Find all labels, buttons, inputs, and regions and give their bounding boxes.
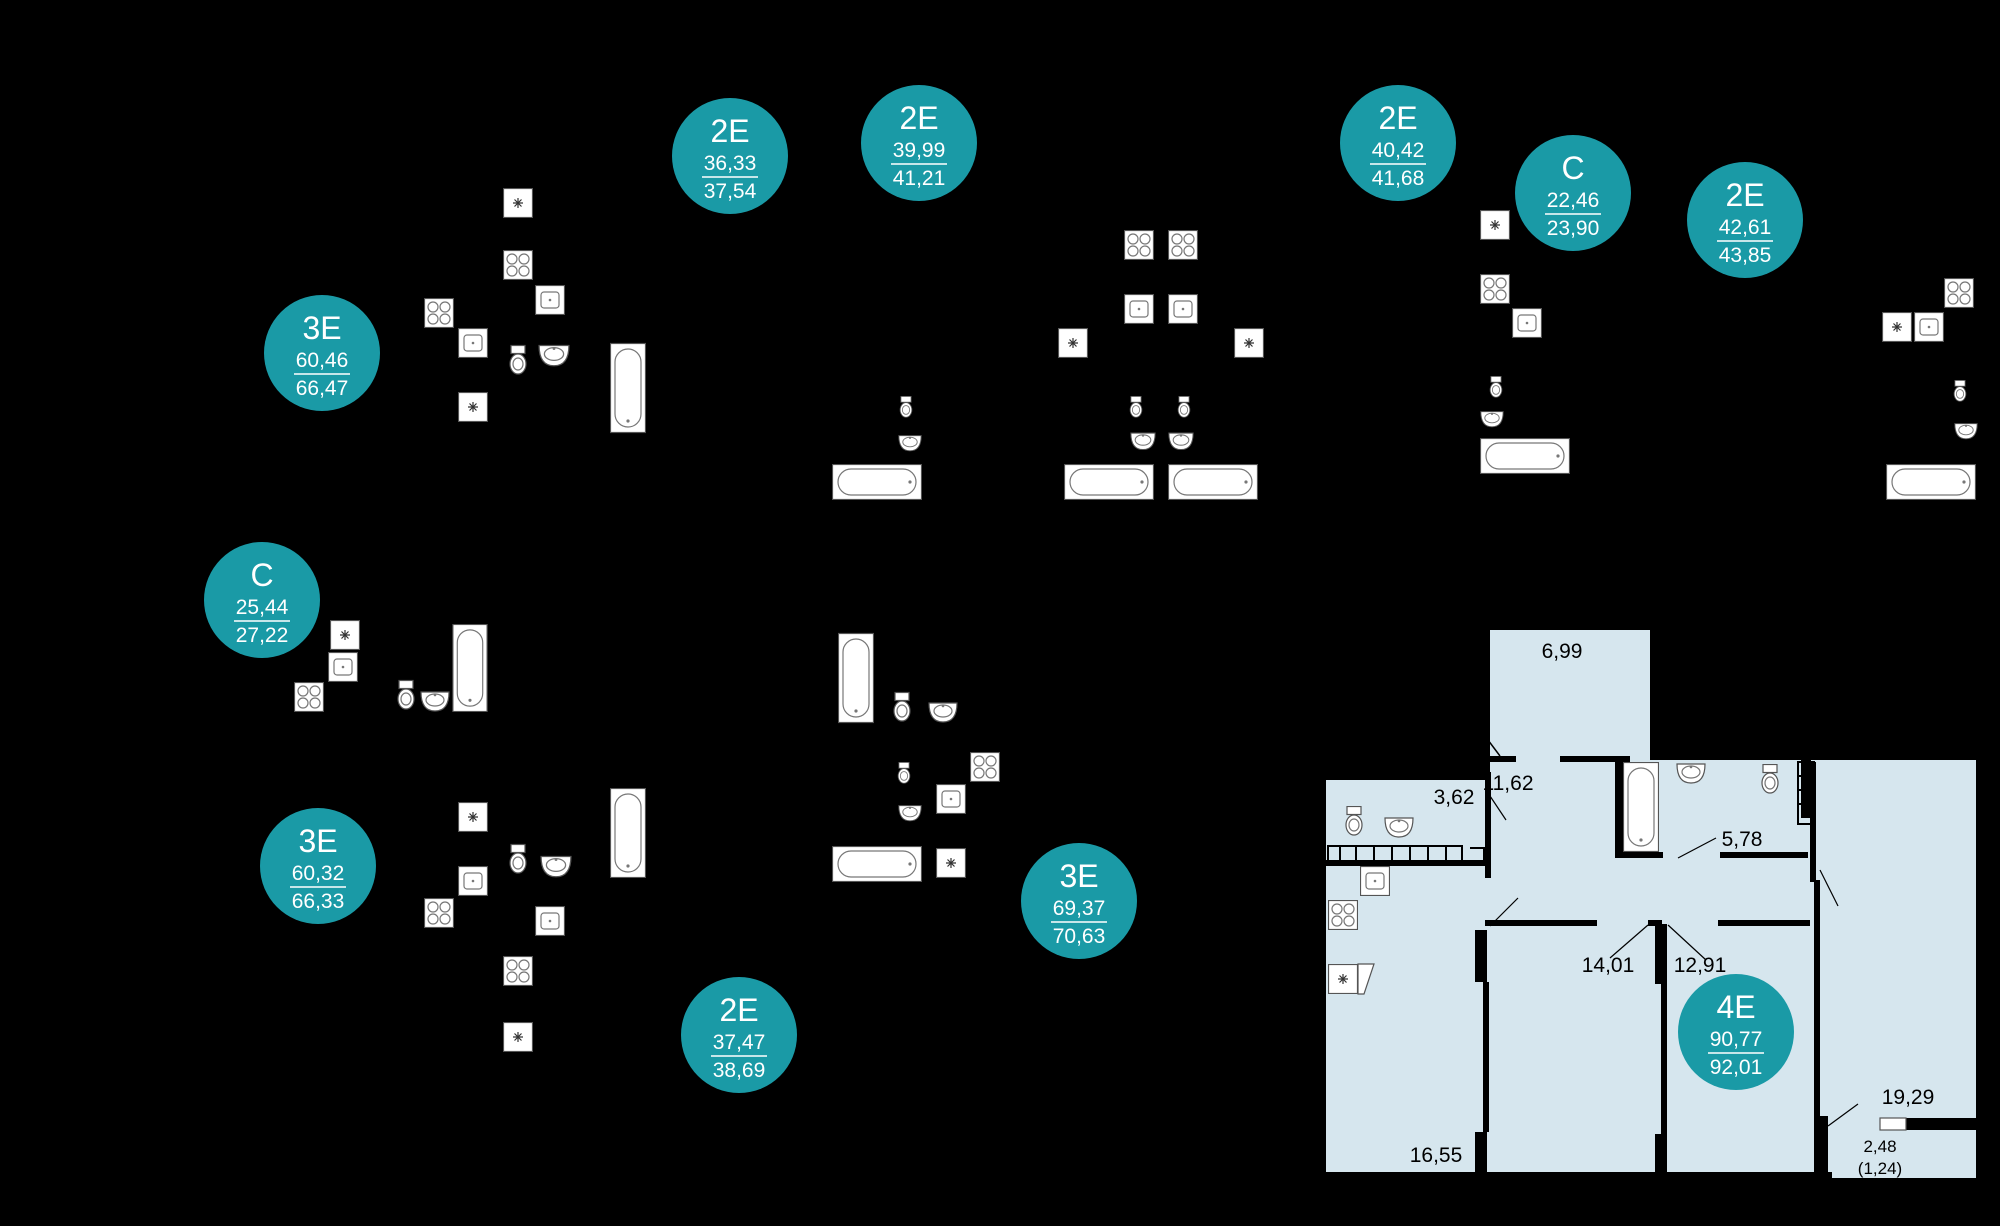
fixtures-3e-c (832, 632, 1000, 882)
wall (1661, 984, 1667, 1134)
apartment-badge[interactable]: 2E 42,61 43,85 (1687, 162, 1803, 278)
fixtures-center-upper (1058, 230, 1264, 500)
room-area-reduced: (1,24) (1858, 1159, 1902, 1178)
room-area: 12,91 (1674, 954, 1727, 977)
label-pointers (1485, 789, 1859, 1127)
room-area: 14,01 (1582, 954, 1635, 977)
wall (1720, 852, 1808, 858)
fixtures-4e (1328, 762, 1779, 995)
room-area: 19,29 (1882, 1086, 1935, 1109)
wall (1655, 1134, 1667, 1172)
living-area: 39,99 (893, 139, 946, 162)
wall (1485, 920, 1597, 926)
total-area: 41,21 (893, 167, 946, 190)
living-area: 37,47 (713, 1031, 766, 1054)
total-area: 38,69 (713, 1059, 766, 1082)
apartment-type: 3E (1059, 858, 1098, 894)
badge-circle (1021, 843, 1137, 959)
living-area: 40,42 (1372, 139, 1425, 162)
badge-circle (1687, 162, 1803, 278)
total-area: 23,90 (1547, 217, 1600, 240)
apartment-badge[interactable]: C 22,46 23,90 (1515, 135, 1631, 251)
wall (1483, 982, 1489, 1132)
room-area: 16,55 (1410, 1144, 1463, 1167)
living-area: 22,46 (1547, 189, 1600, 212)
living-area: 25,44 (236, 596, 289, 619)
badge-circle (204, 542, 320, 658)
apartment-type: 2E (1725, 177, 1764, 213)
apartment-badge[interactable]: 3E 69,37 70,63 (1021, 843, 1137, 959)
badge-circle (1515, 135, 1631, 251)
apartment-type: C (250, 557, 273, 593)
wall (1906, 1118, 1976, 1130)
badge-circle (260, 808, 376, 924)
total-area: 92,01 (1710, 1056, 1763, 1079)
wall (1475, 930, 1487, 982)
total-area: 66,47 (296, 377, 349, 400)
fixtures-3e-upper (424, 188, 646, 434)
room-area: 5,78 (1722, 828, 1763, 851)
total-area: 70,63 (1053, 925, 1106, 948)
badge-circle (264, 295, 380, 411)
fixtures-2e-d (1882, 278, 1978, 500)
wall (1490, 756, 1516, 762)
wall (1655, 924, 1667, 984)
apartment-type: C (1561, 150, 1584, 186)
badge-circle (1340, 85, 1456, 201)
living-area: 90,77 (1710, 1028, 1763, 1051)
wall (1718, 920, 1810, 926)
apartment-badge[interactable]: 3E 60,32 66,33 (260, 808, 376, 924)
apartment-badge[interactable]: 2E 40,42 41,68 (1340, 85, 1456, 201)
badge-circle (672, 98, 788, 214)
apartment-type: 2E (719, 992, 758, 1028)
living-area: 42,61 (1719, 216, 1772, 239)
room-area: 11,62 (1483, 772, 1534, 795)
apartment-badge[interactable]: C 25,44 27,22 (204, 542, 320, 658)
wall (1814, 1116, 1828, 1172)
wall (1648, 920, 1662, 926)
balcony-door (1879, 1117, 1907, 1131)
apartment-type: 3E (298, 823, 337, 859)
room-area: 2,48 (1863, 1137, 1896, 1156)
wall (1475, 1132, 1487, 1172)
badge-circle (681, 977, 797, 1093)
living-area: 60,32 (292, 862, 345, 885)
apartment-badge-active[interactable]: 4E 90,77 92,01 (1678, 974, 1794, 1090)
door-swing (1357, 963, 1375, 995)
wall (1615, 852, 1663, 858)
fixtures-c-a (1480, 210, 1570, 474)
wall (1814, 880, 1820, 1116)
apartment-type: 2E (710, 113, 749, 149)
badge-circle (861, 85, 977, 201)
apartment-type: 3E (302, 310, 341, 346)
fixtures-c-b (294, 620, 488, 712)
total-area: 43,85 (1719, 244, 1772, 267)
apartment-4e-floor (1326, 630, 1976, 1178)
apartment-badge[interactable]: 2E 37,47 38,69 (681, 977, 797, 1093)
fixtures-3e-lower (424, 788, 646, 1052)
apartment-type: 2E (899, 100, 938, 136)
fixtures-2e-b (832, 396, 922, 500)
living-area: 69,37 (1053, 897, 1106, 920)
apartment-badge[interactable]: 2E 36,33 37,54 (672, 98, 788, 214)
shelving (1327, 737, 1815, 864)
apartment-badge[interactable]: 2E 39,99 41,21 (861, 85, 977, 201)
total-area: 37,54 (704, 180, 757, 203)
wall (1560, 756, 1630, 762)
apartment-4e-plan[interactable]: 6,99 11,62 3,62 5,78 14,01 12,91 16,55 1… (1326, 630, 1976, 1178)
room-area: 6,99 (1542, 640, 1583, 663)
apartment-badge[interactable]: 3E 60,46 66,47 (264, 295, 380, 411)
total-area: 66,33 (292, 890, 345, 913)
wall (1485, 772, 1491, 878)
living-area: 60,46 (296, 349, 349, 372)
badge-circle (1678, 974, 1794, 1090)
room-area: 3,62 (1434, 786, 1475, 809)
total-area: 41,68 (1372, 167, 1425, 190)
wall (1615, 762, 1623, 852)
apartment-type: 2E (1378, 100, 1417, 136)
apartment-type: 4E (1716, 989, 1755, 1025)
living-area: 36,33 (704, 152, 757, 175)
total-area: 27,22 (236, 624, 289, 647)
